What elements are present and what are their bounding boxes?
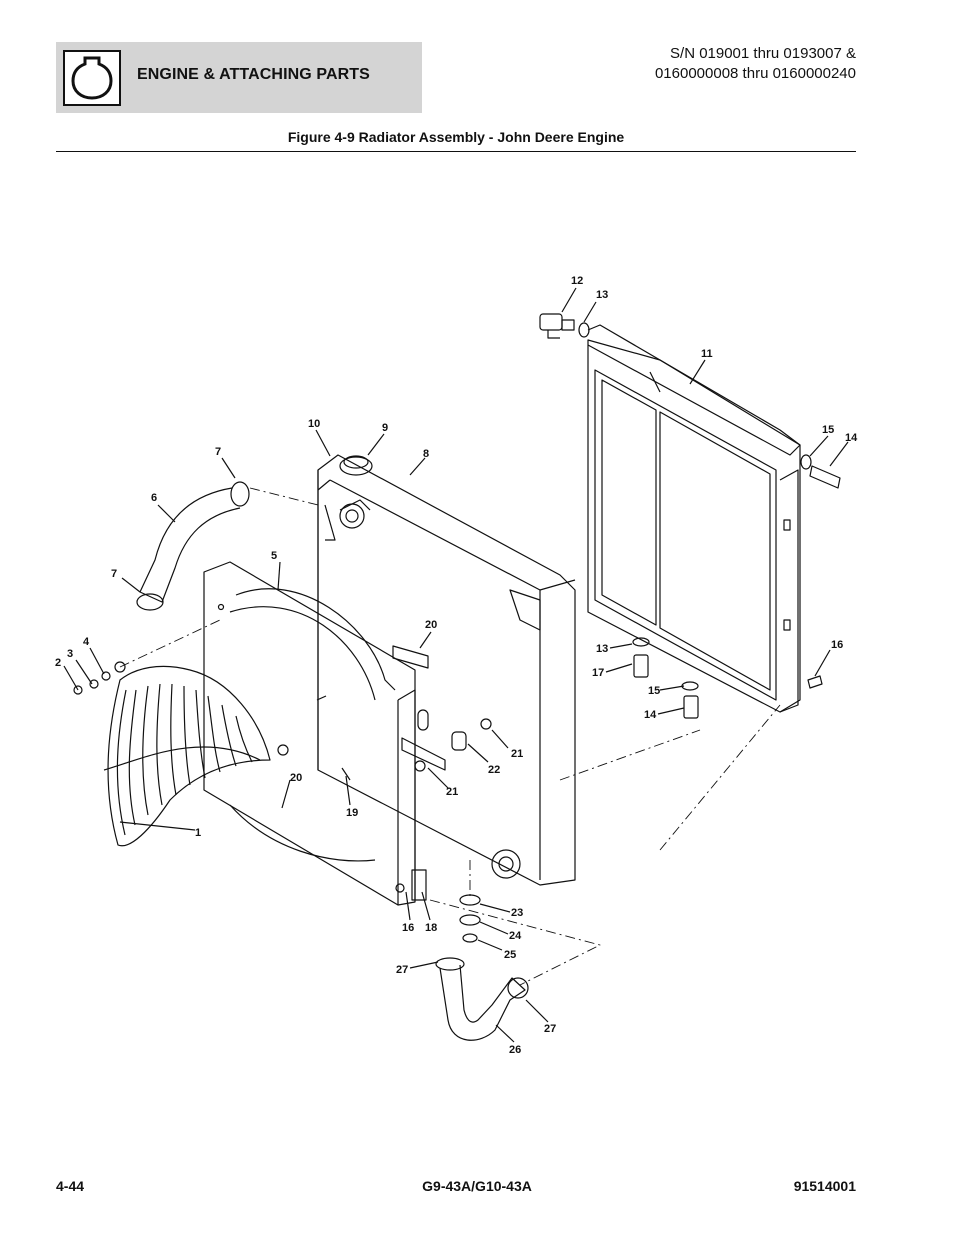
upper-inlet: [339, 499, 371, 529]
radiator-frame: [317, 454, 576, 886]
lower-hose: [435, 957, 529, 1041]
engine-icon: [63, 50, 121, 106]
figure-title: Figure 4-9 Radiator Assembly - John Deer…: [287, 129, 625, 145]
callout-12: 12: [571, 275, 583, 287]
header-rule: [56, 151, 856, 152]
callout-26: 26: [509, 1044, 521, 1056]
callout-19: 19: [346, 807, 358, 819]
radiator-cap: [339, 455, 373, 476]
document-number: 91514001: [793, 1178, 856, 1194]
callout-24: 24: [509, 930, 522, 942]
callout-18: 18: [425, 922, 437, 934]
callout-17: 17: [592, 667, 604, 679]
callout-4: 4: [83, 636, 90, 648]
callout-14-bottom: 14: [644, 709, 657, 721]
callout-27-right: 27: [544, 1023, 556, 1035]
callout-5: 5: [271, 550, 277, 562]
callout-11: 11: [701, 348, 713, 360]
serial-line-2: 0160000008 thru 0160000240: [654, 65, 856, 82]
fan-guard: [103, 665, 271, 847]
callout-labels: 1 2 3 4 5 6 7 7 8 9 10 11 12 13 13 14 14…: [55, 275, 858, 1056]
callout-14-right: 14: [845, 432, 858, 444]
lower-outlet: [491, 849, 521, 879]
callout-10: 10: [308, 418, 320, 430]
serial-range: S/N 019001 thru 0193007 & 0160000008 thr…: [560, 44, 856, 84]
callout-1: 1: [195, 827, 201, 839]
hardware: [73, 313, 841, 943]
radiator-assembly-diagram: 1 2 3 4 5 6 7 7 8 9 10 11 12 13 13 14 14…: [55, 275, 858, 1056]
callout-25: 25: [504, 949, 516, 961]
callout-16-bracket: 16: [402, 922, 414, 934]
phantom-lines: [119, 487, 781, 986]
callout-27-left: 27: [396, 964, 408, 976]
model-number: G9-43A/G10-43A: [422, 1178, 532, 1194]
page-number: 4-44: [56, 1178, 85, 1194]
callout-23: 23: [511, 907, 523, 919]
leader-lines: [63, 287, 849, 1043]
radiator-core: [587, 324, 801, 713]
callout-15-right: 15: [822, 424, 834, 436]
callout-16-right: 16: [831, 639, 843, 651]
section-title: ENGINE & ATTACHING PARTS: [137, 66, 370, 83]
callout-21-right: 21: [511, 748, 523, 760]
callout-9: 9: [382, 422, 388, 434]
callout-6: 6: [151, 492, 157, 504]
callout-8: 8: [423, 448, 429, 460]
callout-20-lower: 20: [290, 772, 302, 784]
callout-7-upper: 7: [215, 446, 221, 458]
callout-7-lower: 7: [111, 568, 117, 580]
serial-line-1: S/N 019001 thru 0193007 &: [670, 45, 856, 62]
callout-20-upper: 20: [425, 619, 437, 631]
fan-shroud: [203, 561, 429, 906]
callout-13-top: 13: [596, 289, 608, 301]
callout-2: 2: [55, 657, 61, 669]
callout-21-left: 21: [446, 786, 458, 798]
callout-15-bottom: 15: [648, 685, 660, 697]
callout-3: 3: [67, 648, 73, 660]
callout-22: 22: [488, 764, 500, 776]
callout-13-bottom: 13: [596, 643, 608, 655]
